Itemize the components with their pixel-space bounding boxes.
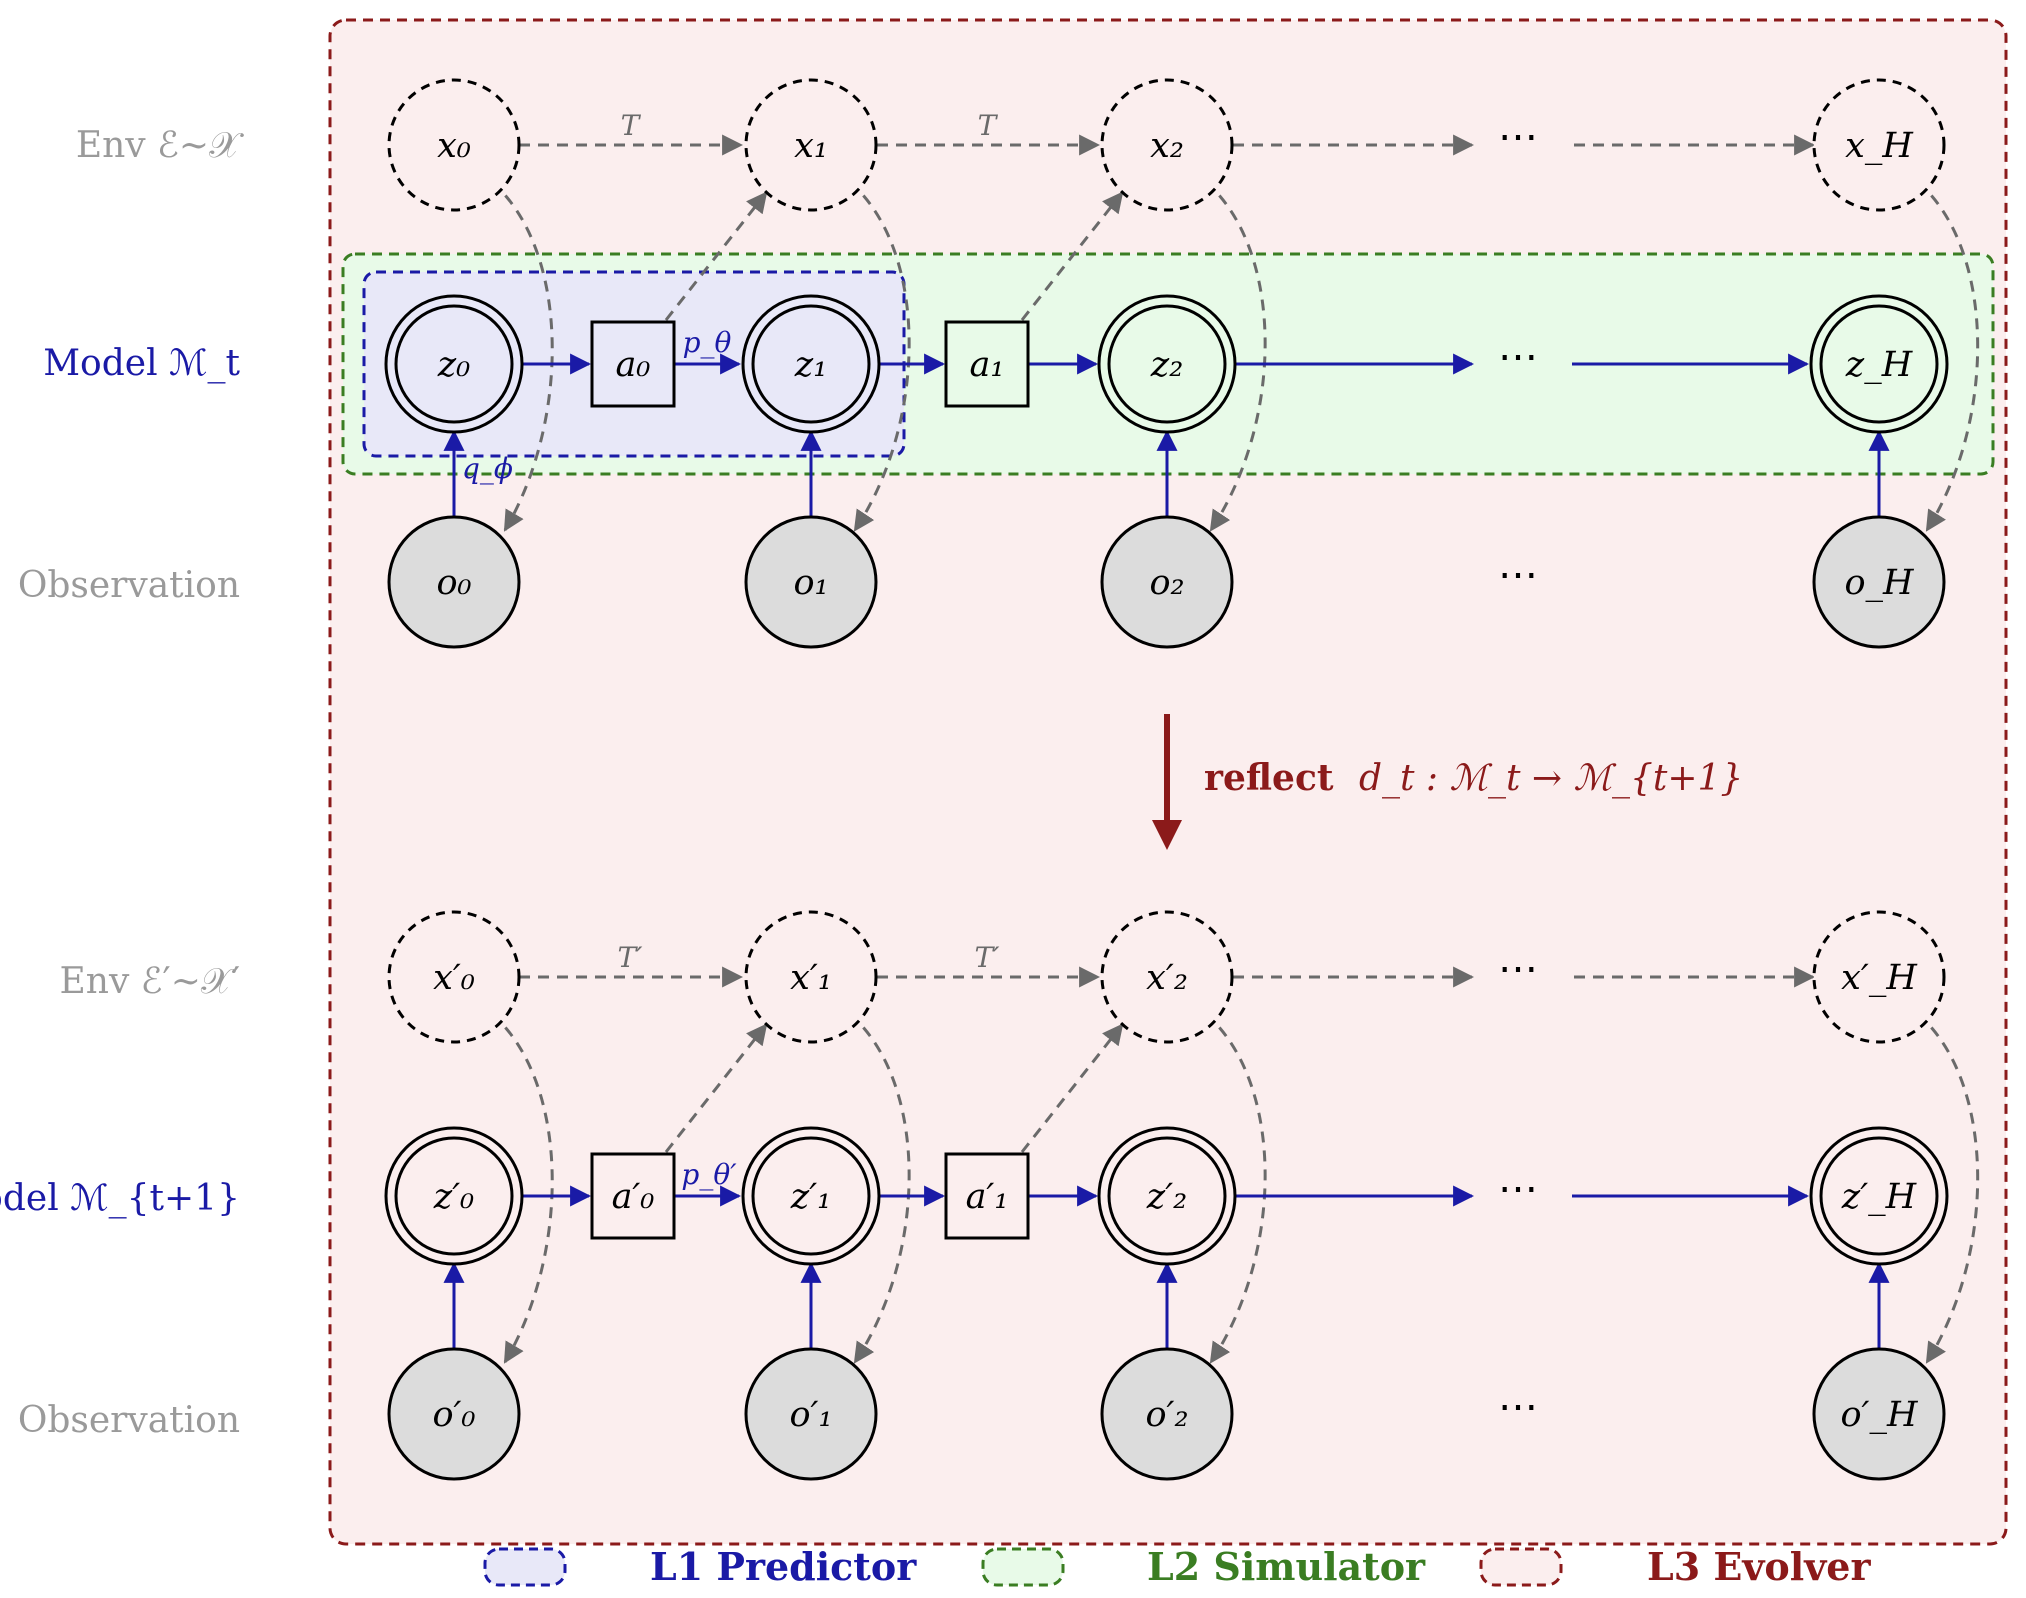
bottom-latent-node xyxy=(1097,1126,1237,1266)
bottom-o-label: o′_H xyxy=(1840,1395,1919,1435)
top-z-label: z₁ xyxy=(794,345,827,385)
top-env-node xyxy=(387,78,521,212)
bottom-obs-node xyxy=(1100,1347,1234,1481)
top-latent-nodes xyxy=(384,294,1949,434)
bottom-transition-label-2: T′ xyxy=(974,941,1000,974)
row-label-env-bottom: Env ℰ′∼𝒳′ xyxy=(59,961,240,1002)
legend-l3-swatch xyxy=(1479,1547,1563,1587)
top-x-label: x₂ xyxy=(1150,126,1184,166)
bottom-obs-nodes xyxy=(387,1347,1946,1481)
bottom-p-theta-label: p_θ′ xyxy=(681,1158,737,1191)
top-action-node xyxy=(590,320,676,408)
top-latent-node xyxy=(1809,294,1949,434)
top-x-label: x₀ xyxy=(437,126,471,166)
top-obs-node xyxy=(744,515,878,649)
bottom-x-label: x′₁ xyxy=(790,958,832,998)
bottom-model-chain xyxy=(443,1185,1890,1352)
top-q-phi-label: q_ϕ xyxy=(462,452,513,485)
bottom-latent-nodes xyxy=(384,1126,1949,1266)
row-label-env-top: Env ℰ∼𝒳 xyxy=(76,125,244,166)
top-transition-label-2: T xyxy=(978,109,999,142)
bottom-o-label: o′₀ xyxy=(432,1395,475,1435)
top-o-label: o_H xyxy=(1844,563,1915,603)
reflect-label: reflect d_t : ℳ_t → ℳ_{t+1} xyxy=(1204,757,1743,799)
bottom-obs-node xyxy=(387,1347,521,1481)
top-env-ellipsis: ⋯ xyxy=(1498,114,1538,160)
top-latent-node xyxy=(384,294,524,434)
bottom-env-node xyxy=(744,910,878,1044)
legend-l1-label: L1 Predictor xyxy=(650,1544,917,1589)
legend-l2-label: L2 Simulator xyxy=(1147,1544,1426,1589)
bottom-model-ellipsis: ⋯ xyxy=(1498,1166,1538,1212)
top-env-node xyxy=(744,78,878,212)
bottom-z-label: z′₂ xyxy=(1146,1177,1187,1217)
legend: L1 Predictor L2 Simulator L3 Evolver xyxy=(483,1544,1871,1589)
top-a-label: a₀ xyxy=(616,345,651,385)
bottom-obs-node xyxy=(744,1347,878,1481)
top-x-label: x₁ xyxy=(794,126,828,166)
bottom-latent-node xyxy=(741,1126,881,1266)
bottom-transition-label-1: T′ xyxy=(617,941,643,974)
top-emission-arcs xyxy=(491,180,1980,532)
top-z-label: z_H xyxy=(1845,345,1914,385)
reflect-keyword: reflect xyxy=(1204,757,1334,799)
top-action-node xyxy=(944,320,1030,408)
bottom-env-ellipsis: ⋯ xyxy=(1498,946,1538,992)
top-z-label: z₂ xyxy=(1150,345,1183,385)
top-model-ellipsis: ⋯ xyxy=(1498,334,1538,380)
legend-l1-swatch xyxy=(483,1547,567,1587)
top-transition-label-1: T xyxy=(621,109,642,142)
top-env-node xyxy=(1812,78,1946,212)
bottom-a-label: a′₁ xyxy=(966,1177,1009,1217)
top-o-label: o₂ xyxy=(1149,563,1184,603)
top-p-theta-label: p_θ xyxy=(683,326,732,359)
bottom-o-label: o′₂ xyxy=(1145,1395,1188,1435)
top-latent-node xyxy=(1097,294,1237,434)
bottom-latent-node xyxy=(1809,1126,1949,1266)
bottom-action-node xyxy=(590,1152,676,1240)
top-env-nodes xyxy=(387,78,1946,212)
bottom-z-label: z′_H xyxy=(1841,1177,1918,1217)
bottom-obs-ellipsis: ⋯ xyxy=(1498,1384,1538,1430)
top-a-label: a₁ xyxy=(970,345,1005,385)
bottom-x-label: x′₀ xyxy=(433,958,475,998)
top-env-node xyxy=(1100,78,1234,212)
top-action-env-arrows xyxy=(664,191,1124,321)
bottom-x-label: x′_H xyxy=(1841,958,1918,998)
bottom-obs-node xyxy=(1812,1347,1946,1481)
bottom-env-nodes xyxy=(387,910,1946,1044)
legend-l2-swatch xyxy=(981,1547,1065,1587)
top-model-chain xyxy=(443,353,1890,520)
bottom-action-env-arrows xyxy=(664,1023,1124,1153)
reflect-formula: d_t : ℳ_t → ℳ_{t+1} xyxy=(1359,758,1743,799)
row-label-model-top: Model ℳ_t xyxy=(43,343,240,384)
top-x-label: x_H xyxy=(1845,126,1914,166)
top-latent-node xyxy=(741,294,881,434)
row-label-model-bottom: Model ℳ_{t+1} xyxy=(0,1178,240,1219)
bottom-emission-arcs xyxy=(491,1012,1980,1364)
bottom-env-node xyxy=(1100,910,1234,1044)
top-obs-node xyxy=(1100,515,1234,649)
bottom-x-label: x′₂ xyxy=(1146,958,1188,998)
top-z-label: z₀ xyxy=(437,345,470,385)
bottom-a-label: a′₀ xyxy=(612,1177,655,1217)
bottom-env-node xyxy=(1812,910,1946,1044)
top-o-label: o₁ xyxy=(793,563,828,603)
top-obs-node xyxy=(1812,515,1946,649)
row-label-obs-bottom: Observation xyxy=(18,1400,240,1441)
bottom-env-node xyxy=(387,910,521,1044)
top-obs-node xyxy=(387,515,521,649)
bottom-o-label: o′₁ xyxy=(789,1395,832,1435)
top-o-label: o₀ xyxy=(436,563,471,603)
bottom-latent-node xyxy=(384,1126,524,1266)
legend-l3-label: L3 Evolver xyxy=(1647,1544,1871,1589)
bottom-z-label: z′₀ xyxy=(433,1177,474,1217)
top-obs-nodes xyxy=(387,515,1946,649)
row-label-obs-top: Observation xyxy=(18,565,240,606)
bottom-z-label: z′₁ xyxy=(790,1177,831,1217)
bottom-action-node xyxy=(944,1152,1030,1240)
top-obs-ellipsis: ⋯ xyxy=(1498,552,1538,598)
